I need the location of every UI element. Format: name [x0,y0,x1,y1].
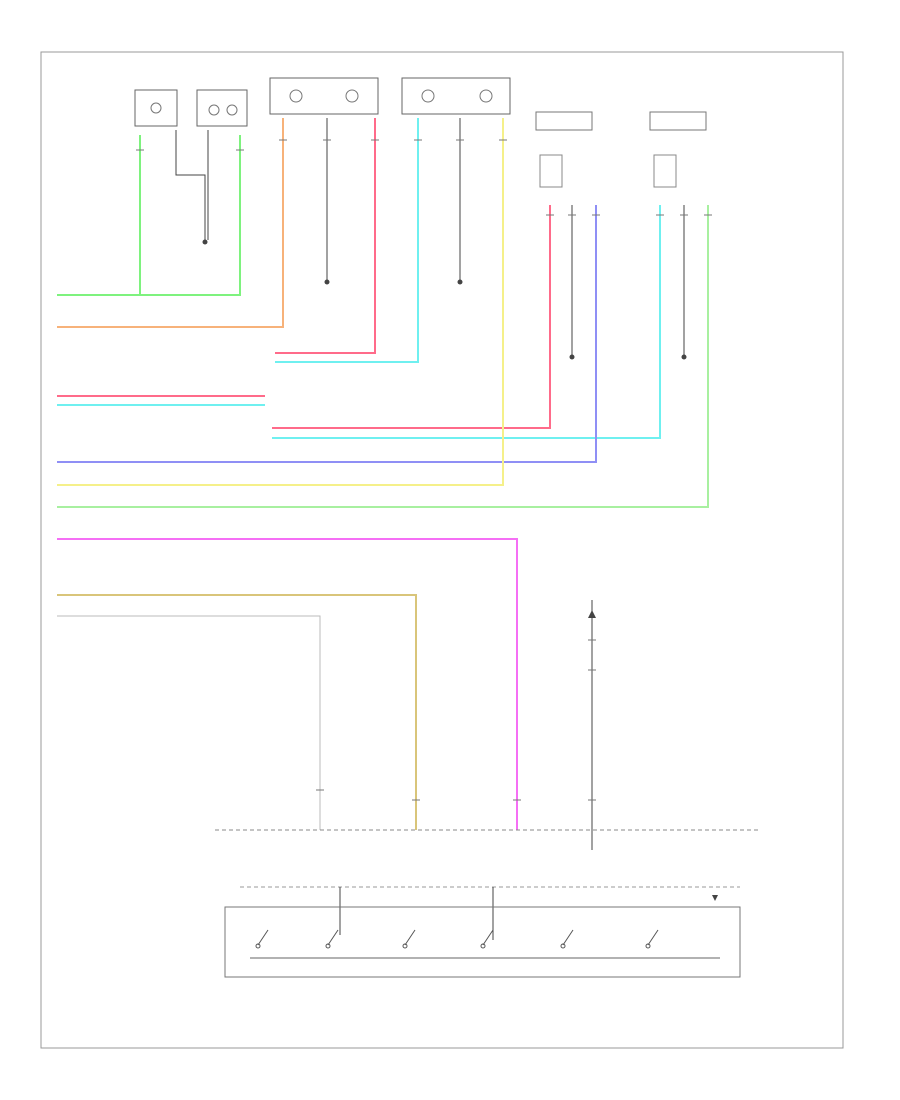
wire-cyan-leveling [272,205,661,439]
wire-cyan-lh-headlight [275,118,419,363]
wire-tan [57,594,417,830]
wire-red-leveling [272,205,551,429]
connector-marks [136,139,712,801]
diagram-frame [40,51,844,1049]
component-left-fog-lamp [134,89,178,127]
wire-black-fog-jumper [175,130,206,240]
wire-blue [57,205,597,463]
wire-green-right-fog [140,135,241,296]
wire-yellow [57,118,504,486]
splice-top [588,610,596,618]
switch-contacts [255,929,659,949]
component-right-fog-lamp [196,89,248,127]
wire-red-rh-headlight [275,118,376,354]
ground-symbols [202,239,687,360]
wire-orange [57,118,284,328]
component-right-headlight [269,77,379,115]
wire-light-green [57,205,709,508]
component-headlight-leveling-motor-left [535,111,593,188]
component-left-headlight [401,77,511,115]
switch-arrow-marker [712,895,718,901]
wire-green [57,135,141,296]
wire-grey [57,615,321,830]
wire-pink [57,538,518,830]
component-headlight-leveling-motor-right [649,111,707,188]
combination-switch-box [224,906,741,978]
